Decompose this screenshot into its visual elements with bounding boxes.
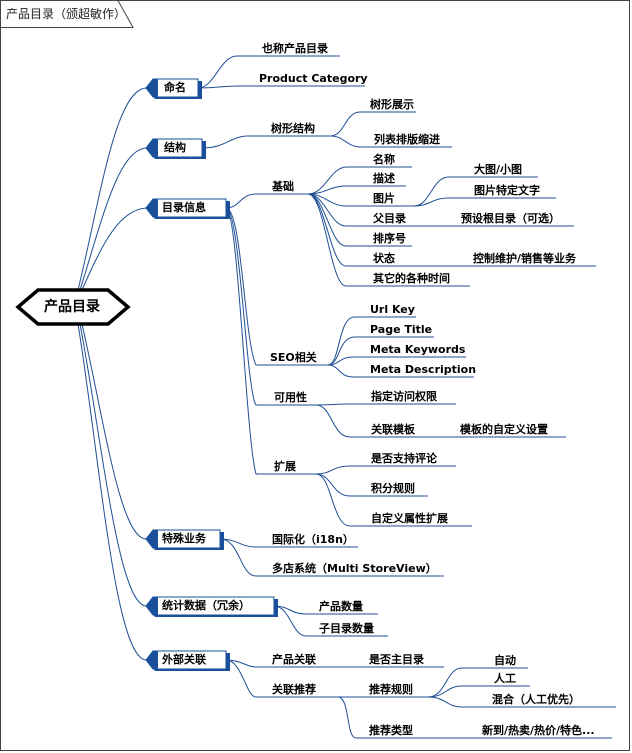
node-seo: SEO相关 (270, 351, 317, 364)
edge-root-c1 (77, 87, 147, 291)
node-points: 积分规则 (371, 482, 415, 495)
node-preset-root: 预设根目录（可选） (461, 212, 560, 225)
node-custom-attrs: 自定义属性扩展 (371, 512, 448, 525)
root-node: 产品目录 (44, 299, 100, 315)
badge-statistics-arrow (146, 597, 158, 615)
node-status-control: 控制维护/销售等业务 (473, 252, 577, 265)
category-structure: 结构 (164, 141, 186, 154)
node-meta-keywords: Meta Keywords (370, 343, 466, 356)
node-recommend-kinds: 新到/热卖/热价/特色... (482, 724, 595, 737)
node-tree-display: 树形展示 (370, 98, 414, 111)
node-description: 描述 (373, 172, 395, 185)
node-auto: 自动 (494, 654, 516, 667)
badge-special-business-arrow (146, 530, 158, 548)
node-access-rights: 指定访问权限 (371, 390, 437, 403)
badge-naming (145, 78, 199, 98)
badge-statistics (145, 596, 275, 616)
map-title: 产品目录（颁超敏作） (6, 7, 127, 21)
node-multistore: 多店系统（Multi StoreView） (272, 562, 437, 575)
badge-external-links (145, 650, 227, 670)
title-tab (0, 0, 134, 28)
badge-external-links-arrow (146, 651, 158, 669)
node-is-primary: 是否主目录 (369, 653, 424, 666)
node-sort-order: 排序号 (373, 232, 406, 245)
node-image: 图片 (373, 192, 395, 205)
edge-root-c5 (79, 323, 147, 607)
edge-root-c6 (77, 323, 147, 661)
badge-structure (145, 138, 203, 158)
edge-root-c3 (81, 207, 147, 291)
category-external-links: 外部关联 (162, 653, 206, 666)
node-image-size: 大图/小图 (474, 163, 523, 176)
node-list-indent: 列表排版缩进 (374, 133, 440, 146)
node-image-text: 图片特定文字 (474, 184, 540, 197)
root-node-shape (15, 288, 131, 326)
node-recommend-type: 推荐类型 (369, 724, 413, 737)
badge-structure-arrow (146, 139, 158, 157)
category-naming: 命名 (164, 81, 186, 94)
node-product-category: Product Category (259, 72, 368, 85)
badge-naming-arrow (146, 79, 158, 97)
node-recommend-rule: 推荐规则 (369, 683, 413, 696)
node-extension: 扩展 (274, 460, 296, 473)
node-status: 状态 (373, 252, 395, 265)
node-also-called: 也称产品目录 (262, 42, 328, 55)
node-product-count: 产品数量 (319, 600, 363, 613)
node-recommend: 关联推荐 (272, 683, 316, 696)
badge-catalog-info (145, 198, 227, 218)
node-parent: 父目录 (373, 212, 406, 225)
node-mixed: 混合（人工优先） (492, 693, 580, 706)
node-name: 名称 (373, 153, 395, 166)
node-product-link: 产品关联 (272, 653, 316, 666)
node-other-times: 其它的各种时间 (373, 272, 450, 285)
node-page-title: Page Title (370, 323, 433, 336)
category-special-business: 特殊业务 (162, 532, 206, 545)
node-template-settings: 模板的自定义设置 (460, 423, 548, 436)
category-catalog-info: 目录信息 (162, 201, 206, 214)
edge-root-c2 (79, 147, 147, 291)
node-comments: 是否支持评论 (371, 452, 437, 465)
node-manual: 人工 (494, 672, 516, 685)
node-basic: 基础 (272, 180, 294, 193)
node-subcatalog-count: 子目录数量 (319, 622, 374, 635)
node-template: 关联模板 (371, 423, 415, 436)
node-meta-description: Meta Description (370, 363, 477, 376)
category-statistics: 统计数据（冗余） (162, 599, 250, 612)
node-availability: 可用性 (274, 391, 307, 404)
node-i18n: 国际化（i18n） (272, 533, 354, 546)
node-tree-structure: 树形结构 (271, 122, 315, 135)
node-url-key: Url Key (370, 303, 415, 316)
badge-special-business (145, 529, 221, 549)
badge-catalog-info-arrow (146, 199, 158, 217)
edge-root-c4 (81, 323, 147, 540)
